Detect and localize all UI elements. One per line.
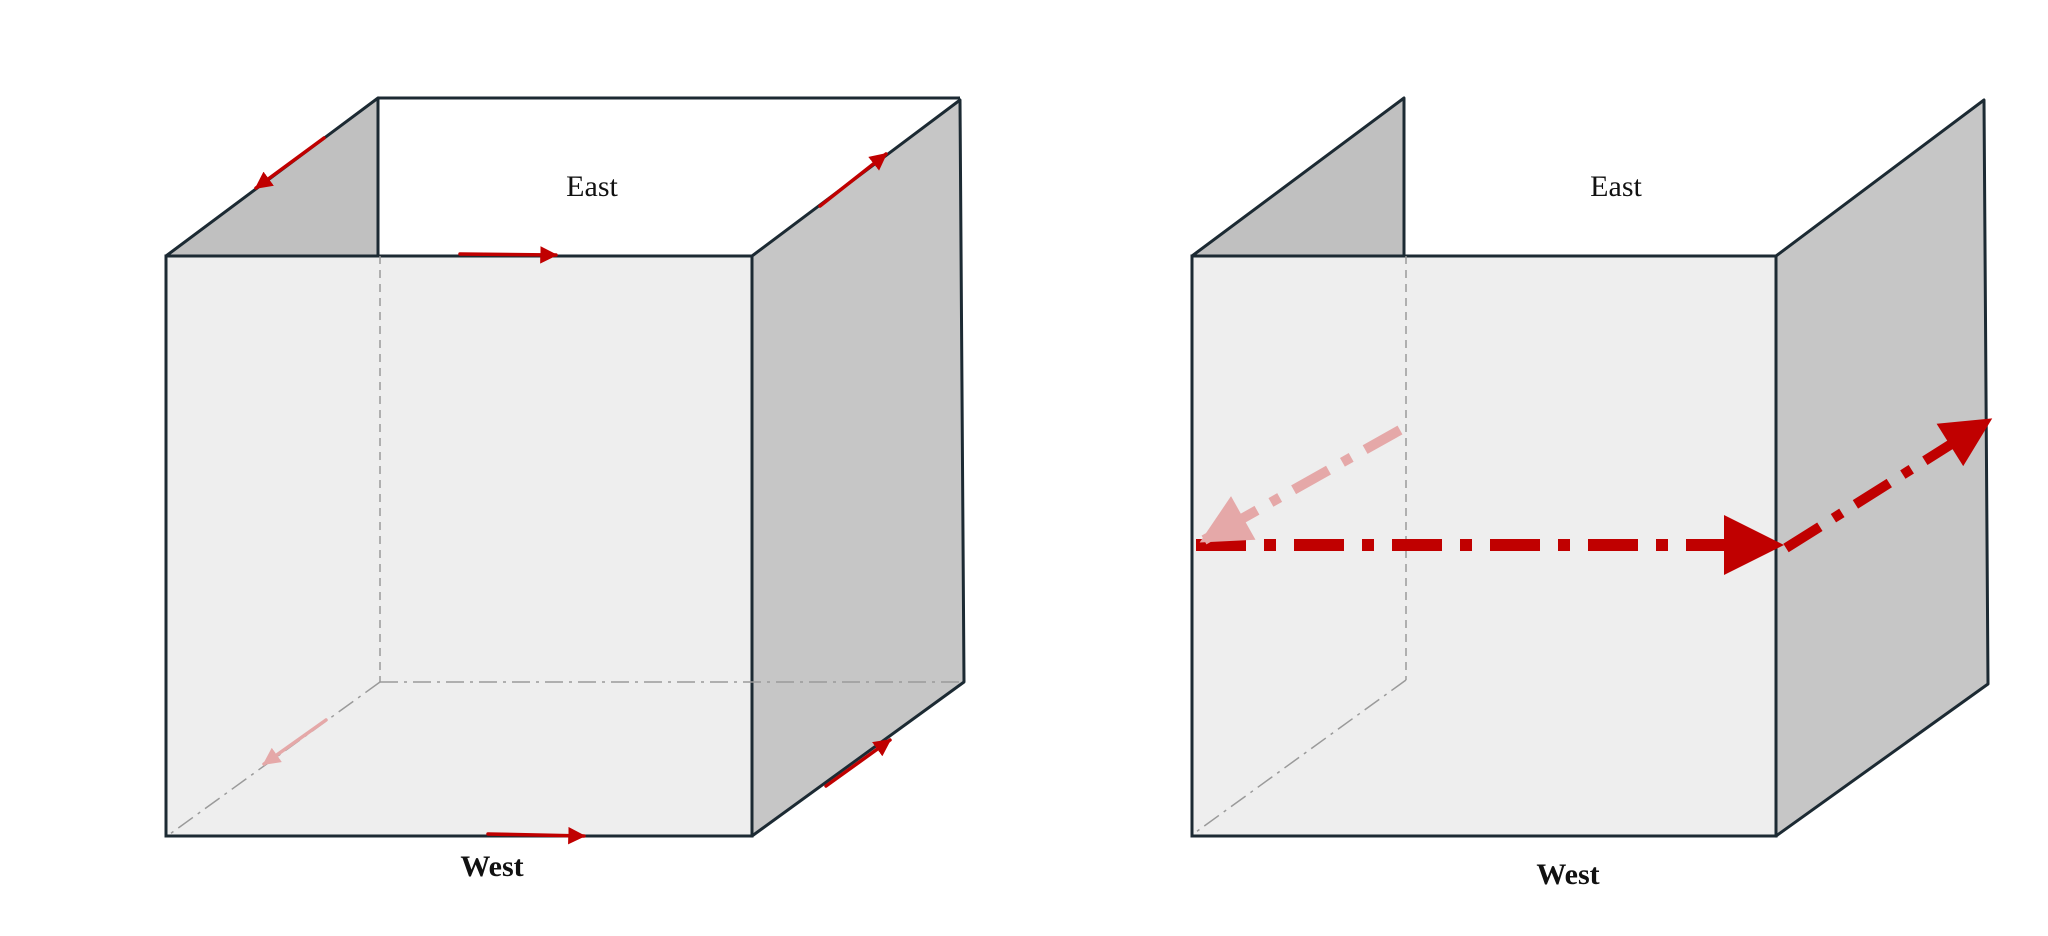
arrow-bottom-right <box>824 738 892 788</box>
left-cube-right-face <box>750 98 966 838</box>
left-cube-east-label: East <box>566 170 618 203</box>
right-cube: East West <box>1190 96 1993 891</box>
arrow-right-face <box>1783 416 1993 553</box>
left-cube-front-face <box>164 254 754 838</box>
left-cube: East West <box>164 96 966 883</box>
left-cube-west-label: West <box>460 850 523 883</box>
right-cube-east-label: East <box>1590 170 1642 203</box>
right-cube-west-label: West <box>1536 858 1599 891</box>
arrow-bottom-front <box>486 826 586 845</box>
right-cube-hidden-edges <box>1195 256 1407 833</box>
arrow-back-left-faded <box>1199 425 1403 545</box>
left-cube-hidden-edges <box>169 256 962 835</box>
arrow-top-left-flap <box>254 136 326 190</box>
arrow-bottom-back-left <box>262 718 328 766</box>
arrow-top-right <box>818 152 888 208</box>
arrow-top-front <box>458 246 558 264</box>
right-cube-front-face <box>1190 254 1778 838</box>
left-cube-arrows <box>254 136 892 845</box>
right-cube-arrows <box>1196 416 1993 575</box>
right-cube-right-face <box>1774 98 1990 838</box>
right-cube-back-left-flap <box>1190 96 1406 258</box>
